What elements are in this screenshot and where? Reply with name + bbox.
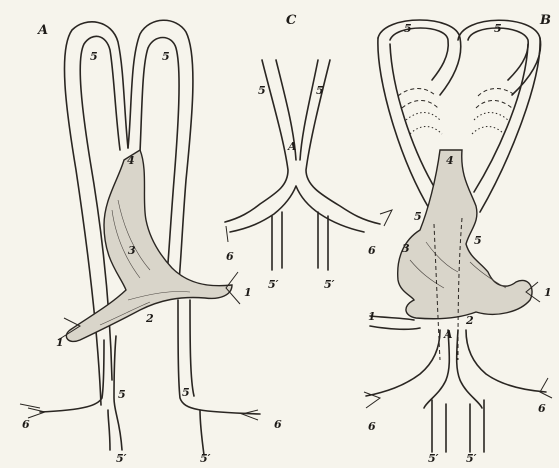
panel-a-label-5-lower-right: 5 — [182, 386, 190, 399]
panel-b-label-5-mid-left: 5 — [414, 210, 422, 223]
panel-c-label-5prime-left: 5′ — [268, 278, 279, 291]
panel-a-label-3: 3 — [128, 244, 136, 257]
panel-a-label-5-right: 5 — [162, 50, 170, 63]
panel-b: B 5 5 4 5 5 3 1 1 2 — [364, 13, 552, 465]
panel-a-label-5-left: 5 — [90, 50, 98, 63]
panel-a: A 5 5 4 3 2 1 1 5 5 6 6 5′ 5′ — [20, 20, 282, 465]
panel-b-label-3: 3 — [402, 242, 410, 255]
panel-a-left-descending — [40, 340, 104, 412]
panel-a-label-4: 4 — [127, 154, 135, 167]
panel-c-label-6-left: 6 — [226, 250, 234, 263]
panel-b-label-a: A — [443, 328, 453, 341]
panel-c-label-a: A — [287, 140, 297, 153]
panel-b-title: B — [539, 13, 551, 28]
panel-b-label-5prime-left: 5′ — [428, 452, 439, 465]
panel-b-label-6-left: 6 — [368, 420, 376, 433]
panel-b-aortic-trunk — [398, 150, 532, 319]
panel-b-label-5-left: 5 — [404, 22, 412, 35]
panel-a-label-2: 2 — [145, 312, 154, 325]
panel-a-label-5prime-left: 5′ — [116, 452, 127, 465]
panel-b-label-1-left: 1 — [368, 310, 376, 323]
panel-a-label-6-left: 6 — [22, 418, 30, 431]
panel-c-label-6-right: 6 — [368, 244, 376, 257]
panel-a-label-5prime-right: 5′ — [200, 452, 211, 465]
panel-a-label-1-left: 1 — [56, 336, 64, 349]
panel-c: C 5 5 A 6 6 5′ 5′ — [225, 13, 392, 291]
panel-a-label-1-right: 1 — [244, 286, 252, 299]
panel-a-label-5-lower-left: 5 — [118, 388, 126, 401]
panel-b-label-4: 4 — [446, 154, 454, 167]
panel-b-label-5-mid-right: 5 — [474, 234, 482, 247]
panel-b-label-5-right: 5 — [494, 22, 502, 35]
panel-c-title: C — [286, 13, 297, 28]
panel-b-label-2: 2 — [465, 314, 474, 327]
panel-a-title: A — [36, 23, 48, 38]
panel-a-label-6-right: 6 — [274, 418, 282, 431]
panel-c-label-5-right: 5 — [316, 84, 324, 97]
panel-b-label-1-right: 1 — [544, 286, 552, 299]
panel-c-label-5-left: 5 — [258, 84, 266, 97]
panel-c-label-5prime-right: 5′ — [324, 278, 335, 291]
panel-b-label-5prime-right: 5′ — [466, 452, 477, 465]
panel-b-label-6-right: 6 — [538, 402, 546, 415]
